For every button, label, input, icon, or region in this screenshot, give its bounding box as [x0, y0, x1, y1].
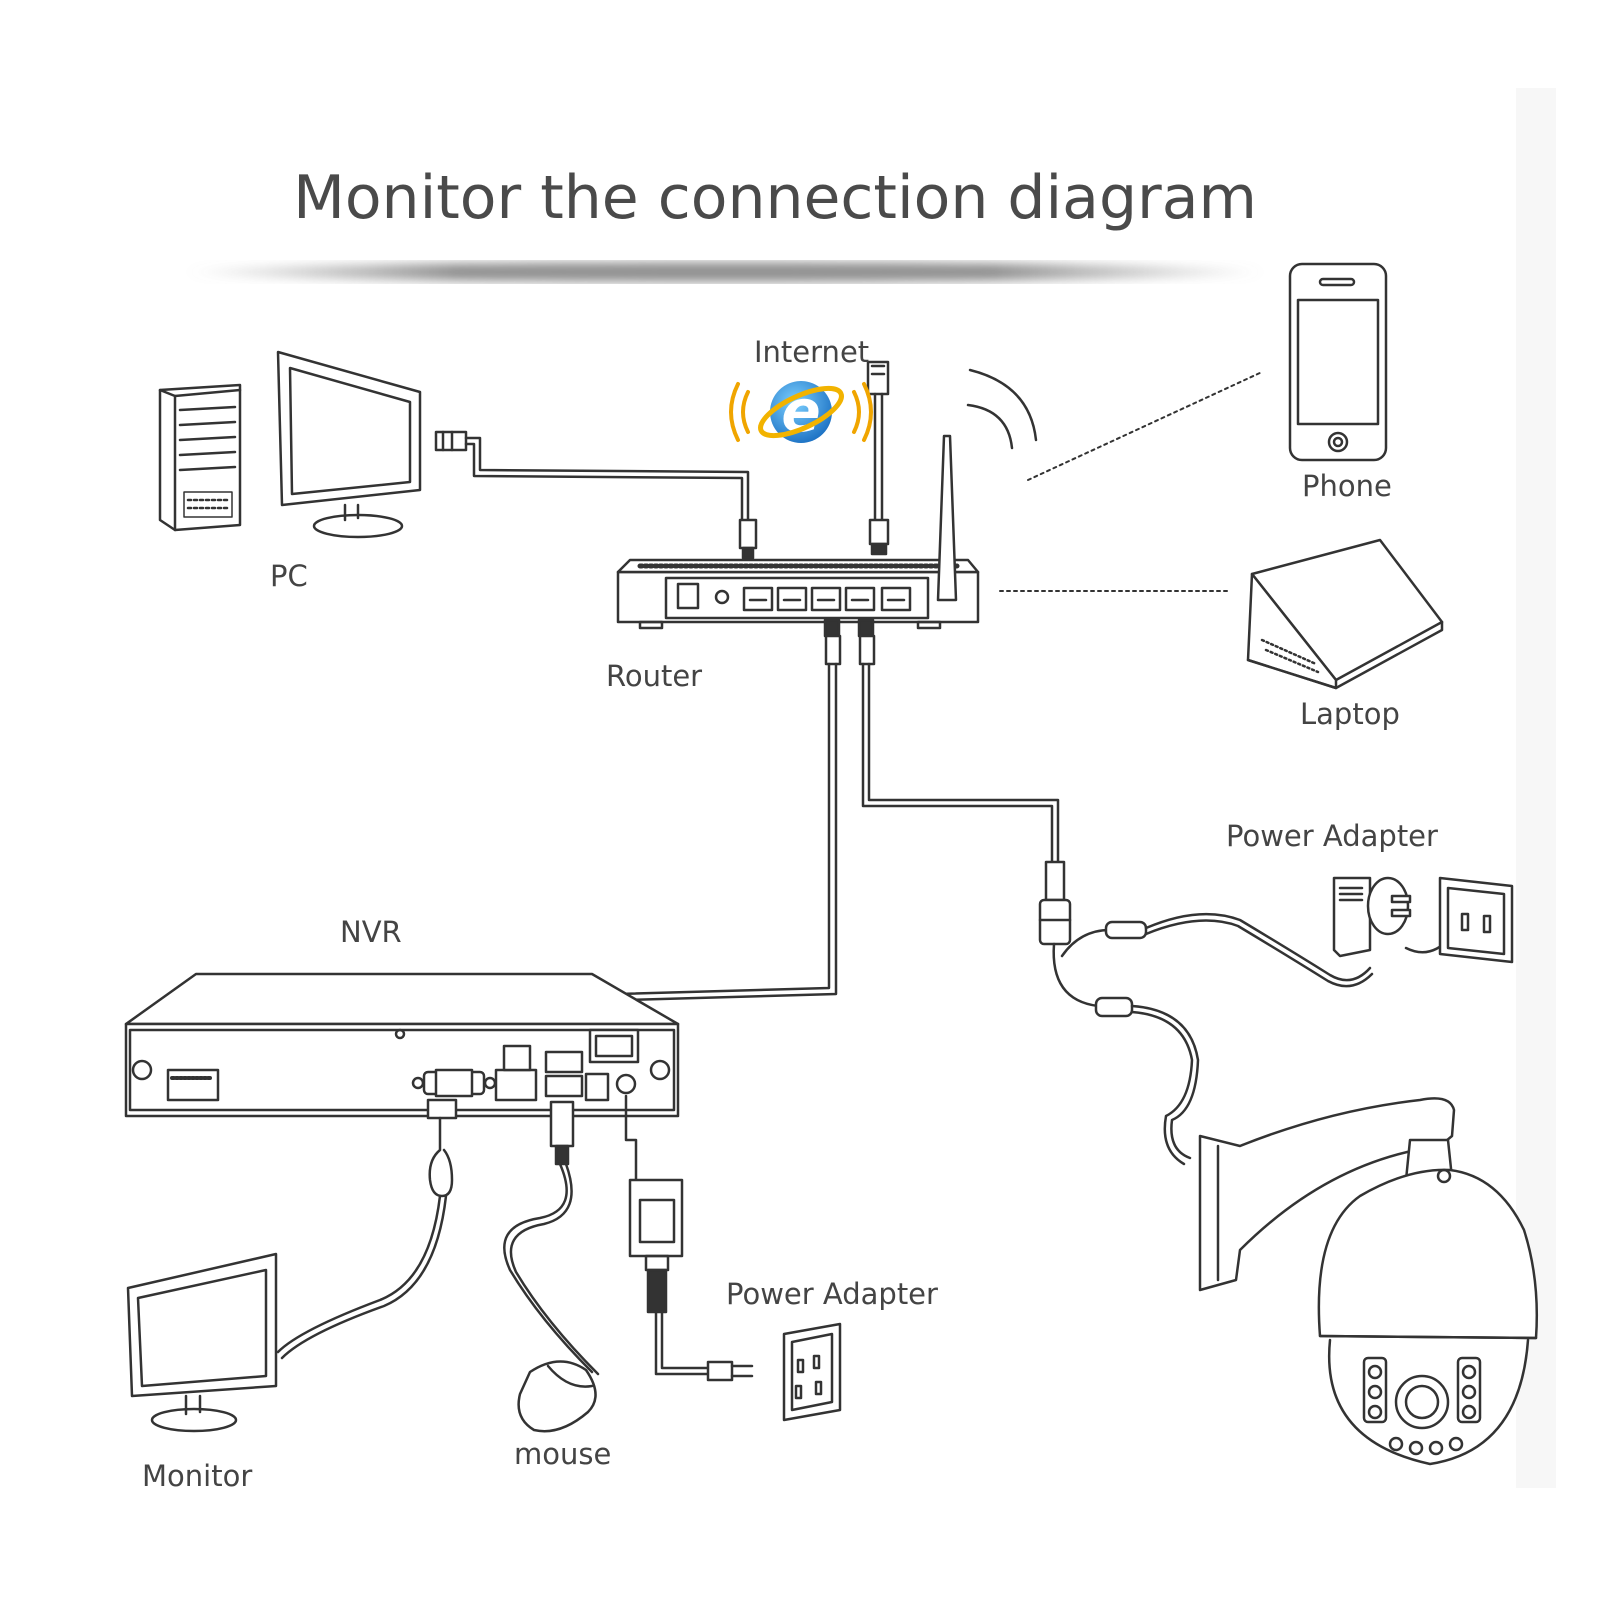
wifi-signal-icon: [966, 368, 1038, 450]
phone-wireless-link: [1027, 371, 1263, 481]
label-laptop: Laptop: [1300, 697, 1400, 731]
nvr-vga-cable: [276, 1098, 458, 1360]
router-camera-cable: [857, 618, 1072, 946]
label-power-adapter-nvr: Power Adapter: [726, 1277, 938, 1311]
ptz-camera-icon: [1198, 1097, 1539, 1466]
internet-explorer-icon: e: [729, 377, 873, 445]
page-title: Monitor the connection diagram: [293, 163, 1257, 233]
label-phone: Phone: [1302, 469, 1392, 503]
label-pc: PC: [270, 559, 308, 593]
camera-splitter-cable: [1052, 912, 1374, 1166]
camera-power-adapter-icon: [1332, 876, 1460, 958]
label-monitor: Monitor: [142, 1459, 253, 1493]
nvr-usb-cable: [503, 1100, 600, 1376]
title-shadow: [185, 262, 1265, 282]
nvr-icon: [124, 972, 680, 1118]
internet-ethernet-cable: [866, 360, 890, 556]
monitor-icon: [126, 1252, 278, 1433]
phone-icon: [1288, 262, 1388, 462]
router-antenna: [936, 434, 958, 602]
nvr-wall-socket-icon: [782, 1322, 842, 1422]
router-icon: [616, 558, 980, 630]
label-power-adapter-camera: Power Adapter: [1226, 819, 1438, 853]
mouse-icon: [517, 1360, 597, 1433]
nvr-power-cable: [624, 1094, 754, 1382]
label-internet: Internet: [754, 335, 870, 369]
pc-ethernet-cable: [434, 430, 758, 560]
label-nvr: NVR: [340, 915, 402, 949]
camera-wall-socket-icon: [1438, 876, 1514, 964]
laptop-icon: [1246, 538, 1444, 690]
label-router: Router: [606, 659, 703, 693]
label-mouse: mouse: [514, 1437, 612, 1471]
pc-tower-icon: [158, 383, 242, 532]
pc-monitor-icon: [276, 350, 422, 539]
